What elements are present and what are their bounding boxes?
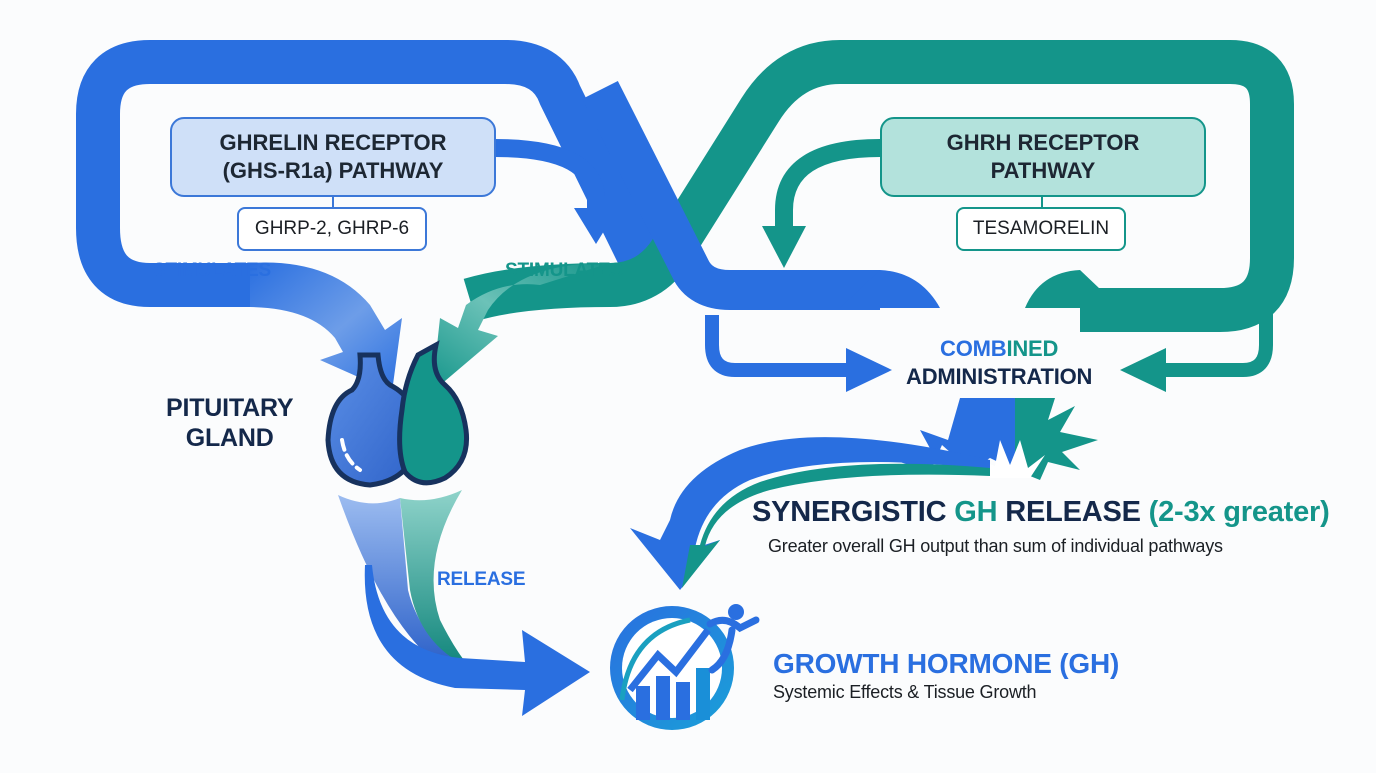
synergy-part3: RELEASE bbox=[997, 496, 1149, 528]
synergy-part1: SYNERGISTIC bbox=[752, 496, 955, 528]
ghrh-title-line1: GHRH RECEPTOR bbox=[946, 130, 1140, 155]
growth-hormone-subtitle: Systemic Effects & Tissue Growth bbox=[773, 682, 1037, 702]
release-arrow bbox=[364, 565, 590, 716]
ghrelin-title-line2: (GHS-R1a) PATHWAY bbox=[222, 158, 444, 183]
blue-combined-arrow bbox=[705, 315, 850, 377]
pituitary-label-line2: GLAND bbox=[185, 424, 274, 452]
ghrh-title-line2: PATHWAY bbox=[990, 158, 1096, 183]
synergy-arrow bbox=[630, 437, 990, 590]
combined-part1: COMB bbox=[940, 336, 1007, 361]
ghrh-outer-loop bbox=[463, 40, 1294, 332]
combined-line1: COMBINED bbox=[906, 335, 1092, 363]
release-label: RELEASE bbox=[437, 569, 526, 590]
pituitary-label-line1: PITUITARY bbox=[166, 394, 294, 422]
growth-hormone-title: GROWTH HORMONE (GH) bbox=[773, 648, 1120, 679]
ghrh-connector bbox=[1041, 197, 1043, 207]
growth-chart-runner-icon bbox=[610, 604, 760, 730]
ghrelin-connector bbox=[332, 197, 334, 207]
ghrh-stimulates-label: STIMULATES bbox=[505, 260, 623, 281]
ghrelin-title-line1: GHRELIN RECEPTOR bbox=[219, 130, 447, 155]
ghrelin-pathway-box: GHRELIN RECEPTOR (GHS-R1a) PATHWAY bbox=[170, 117, 496, 197]
ghrelin-drugs-box: GHRP-2, GHRP-6 bbox=[237, 207, 427, 251]
ghrh-pathway-box: GHRH RECEPTOR PATHWAY bbox=[880, 117, 1206, 197]
teal-stimulates-arrow bbox=[432, 262, 610, 392]
teal-combined-arrow bbox=[1160, 300, 1273, 377]
release-funnel-blue bbox=[338, 495, 470, 668]
blue-crossover bbox=[582, 80, 880, 310]
combined-part2: INED bbox=[1006, 336, 1059, 361]
ghrelin-outer-loop bbox=[76, 40, 660, 307]
pituitary-label: PITUITARY GLAND bbox=[166, 393, 294, 453]
synergy-subtitle: Greater overall GH output than sum of in… bbox=[768, 536, 1223, 556]
combined-administration-label: COMBINED ADMINISTRATION bbox=[906, 335, 1092, 391]
synergy-part4: (2-3x greater) bbox=[1148, 496, 1330, 528]
release-funnel-teal bbox=[400, 490, 470, 668]
ghrh-drugs-box: TESAMORELIN bbox=[956, 207, 1126, 251]
ghrelin-box-arrow bbox=[494, 139, 605, 212]
synergy-part2: GH bbox=[954, 496, 998, 528]
pituitary-gland-icon bbox=[325, 340, 470, 488]
combined-line2: ADMINISTRATION bbox=[906, 364, 1093, 389]
ghrelin-stimulates-label: STIMULATES bbox=[153, 260, 271, 281]
ghrh-box-arrow bbox=[775, 139, 881, 230]
synergy-title: SYNERGISTIC GH RELEASE (2-3x greater) bbox=[752, 496, 1330, 529]
